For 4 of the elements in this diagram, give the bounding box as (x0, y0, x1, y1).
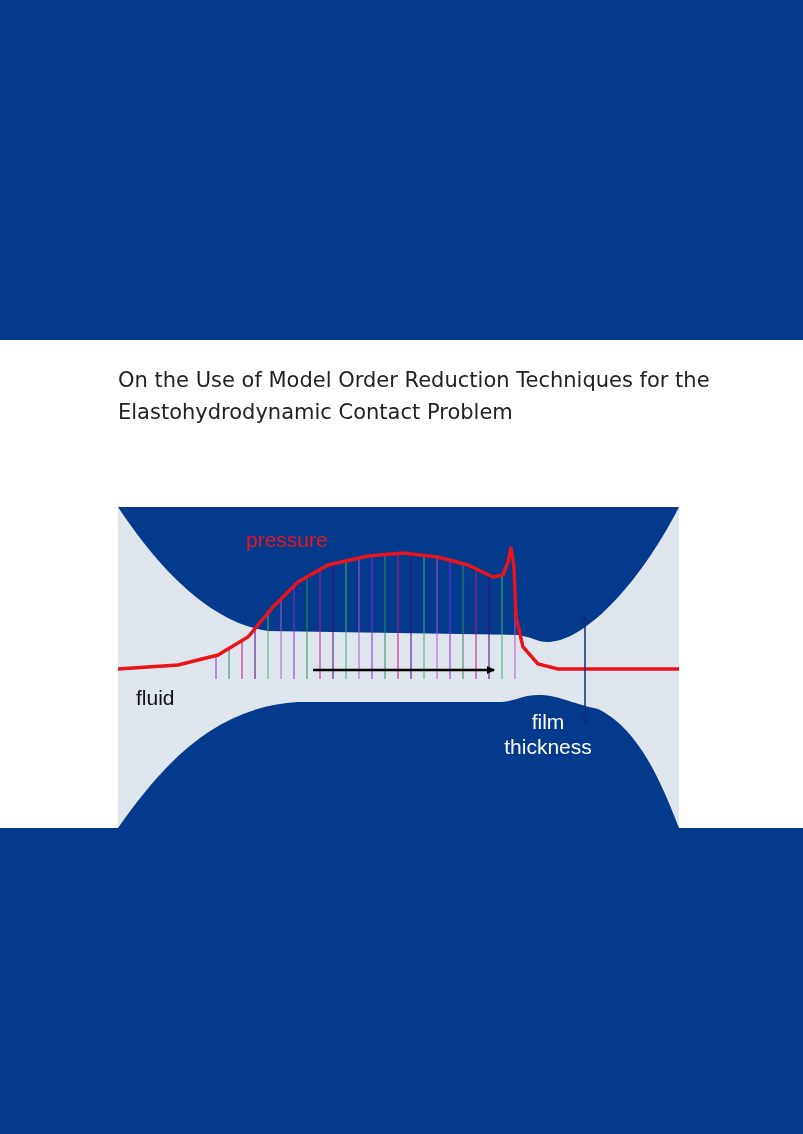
title-text: On the Use of Model Order Reduction Techniques for the Elastohydrodynamic Contact Problem (118, 367, 711, 426)
diagram-label: fluid (136, 685, 176, 710)
diagram-label: film thickness (503, 709, 593, 759)
diagram-label: pressure (246, 527, 329, 552)
